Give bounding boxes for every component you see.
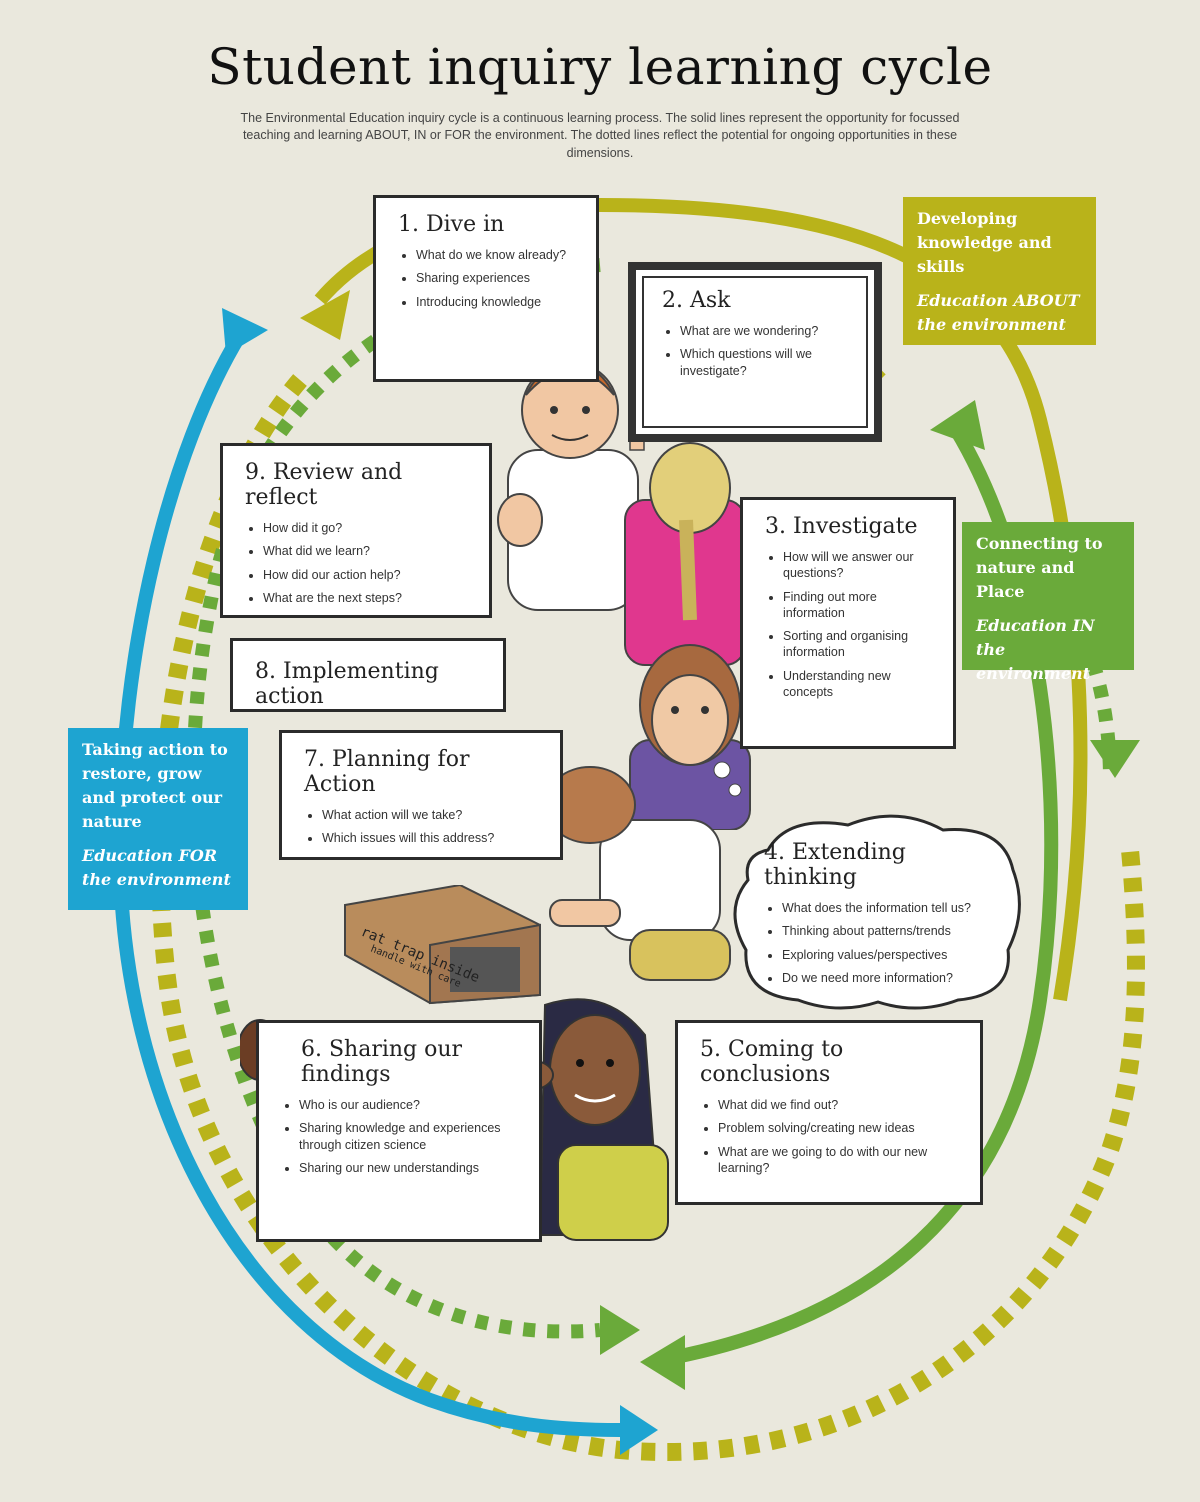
step-6-card: 6. Sharing our findings Who is our audie… [256, 1020, 542, 1242]
list-item: Understanding new concepts [783, 668, 937, 701]
rat-trap-box-illustration: rat trap inside handle with care [344, 885, 541, 1005]
list-item: What did we find out? [718, 1097, 964, 1113]
in-dashed-arrowhead-right [1090, 740, 1140, 778]
in-heading: Connecting to nature and Place [976, 534, 1103, 601]
list-item: Which questions will we investigate? [680, 346, 854, 379]
step-2-inner: 2. Ask What are we wondering? Which ques… [642, 276, 868, 428]
step-4-list: What does the information tell us? Think… [764, 900, 1002, 986]
step-6-list: Who is our audience? Sharing knowledge a… [281, 1097, 523, 1176]
step-1-card: 1. Dive in What do we know already? Shar… [373, 195, 599, 382]
step-8-card: 8. Implementing action [230, 638, 506, 712]
step-7-card: 7. Planning for Action What action will … [279, 730, 563, 860]
list-item: How did it go? [263, 520, 473, 536]
child-thinking-illustration [629, 644, 751, 830]
in-edu: Education IN the environment [976, 616, 1095, 683]
step-7-list: What action will we take? Which issues w… [304, 807, 544, 847]
step-3-list: How will we answer our questions? Findin… [765, 549, 937, 700]
step-5-card: 5. Coming to conclusions What did we fin… [675, 1020, 983, 1205]
step-2-title: 2. Ask [662, 288, 731, 313]
list-item: Problem solving/creating new ideas [718, 1120, 964, 1136]
about-solid-arc [599, 198, 1088, 1002]
step-4-cloud-shape [733, 814, 1021, 1010]
list-item: What are we going to do with our new lea… [718, 1144, 964, 1177]
list-item: Do we need more information? [782, 970, 1002, 986]
list-item: What action will we take? [322, 807, 544, 823]
for-arrowhead-top [222, 308, 268, 355]
list-item: How will we answer our questions? [783, 549, 937, 582]
step-3-card: 3. Investigate How will we answer our qu… [740, 497, 956, 749]
list-item: How did our action help? [263, 567, 473, 583]
about-edu: Education ABOUT the environment [917, 291, 1080, 334]
child-kneeling-illustration [544, 766, 731, 981]
about-arrowhead [300, 290, 350, 340]
step-4-card: 4. Extending thinking What does the info… [752, 832, 1012, 992]
list-item: Sorting and organising information [783, 628, 937, 661]
in-dashed-arc [186, 258, 601, 1339]
list-item: Sharing knowledge and experiences throug… [299, 1120, 523, 1153]
step-9-title: 9. Review and reflect [245, 460, 403, 510]
for-heading: Taking action to restore, grow and prote… [82, 740, 228, 831]
in-arrowhead-top [930, 400, 985, 450]
for-solid-arc [112, 331, 621, 1437]
page-title: Student inquiry learning cycle [207, 38, 993, 96]
step-8-title: 8. Implementing action [255, 659, 439, 709]
step-5-title: 5. Coming to conclusions [700, 1037, 844, 1087]
in-label: Connecting to nature and Place Education… [962, 522, 1134, 683]
step-7-title: 7. Planning for Action [304, 747, 470, 797]
in-dashed-arrowhead [600, 1305, 640, 1355]
about-heading: Developing knowledge and skills [917, 209, 1052, 276]
list-item: Finding out more information [783, 589, 937, 622]
in-arrowhead-bottom [640, 1335, 685, 1390]
step-2-list: What are we wondering? Which questions w… [662, 323, 854, 379]
for-edu: Education FOR the environment [82, 846, 231, 889]
list-item: Who is our audience? [299, 1097, 523, 1113]
list-item: What are the next steps? [263, 590, 473, 606]
intro-text: The Environmental Education inquiry cycl… [240, 111, 960, 160]
step-9-list: How did it go? What did we learn? How di… [245, 520, 473, 606]
list-item: What are we wondering? [680, 323, 854, 339]
step-6-title: 6. Sharing our findings [301, 1037, 463, 1087]
list-item: Exploring values/perspectives [782, 947, 1002, 963]
step-9-card: 9. Review and reflect How did it go? Wha… [220, 443, 492, 618]
list-item: Which issues will this address? [322, 830, 544, 846]
list-item: Sharing our new understandings [299, 1160, 523, 1176]
child-pink-shirt-illustration [624, 442, 746, 666]
list-item: Thinking about patterns/trends [782, 923, 1002, 939]
list-item: Sharing experiences [416, 270, 580, 286]
step-1-list: What do we know already? Sharing experie… [398, 247, 580, 310]
about-label: Developing knowledge and skills Educatio… [903, 197, 1096, 345]
for-label: Taking action to restore, grow and prote… [68, 728, 248, 910]
for-arrowhead-bottom [620, 1405, 658, 1455]
list-item: Introducing knowledge [416, 294, 580, 310]
step-2-card: 2. Ask What are we wondering? Which ques… [628, 262, 882, 442]
step-4-title: 4. Extending thinking [764, 840, 906, 890]
list-item: What does the information tell us? [782, 900, 1002, 916]
step-1-title: 1. Dive in [398, 212, 505, 237]
step-3-title: 3. Investigate [765, 514, 918, 539]
list-item: What did we learn? [263, 543, 473, 559]
step-5-list: What did we find out? Problem solving/cr… [700, 1097, 964, 1176]
list-item: What do we know already? [416, 247, 580, 263]
